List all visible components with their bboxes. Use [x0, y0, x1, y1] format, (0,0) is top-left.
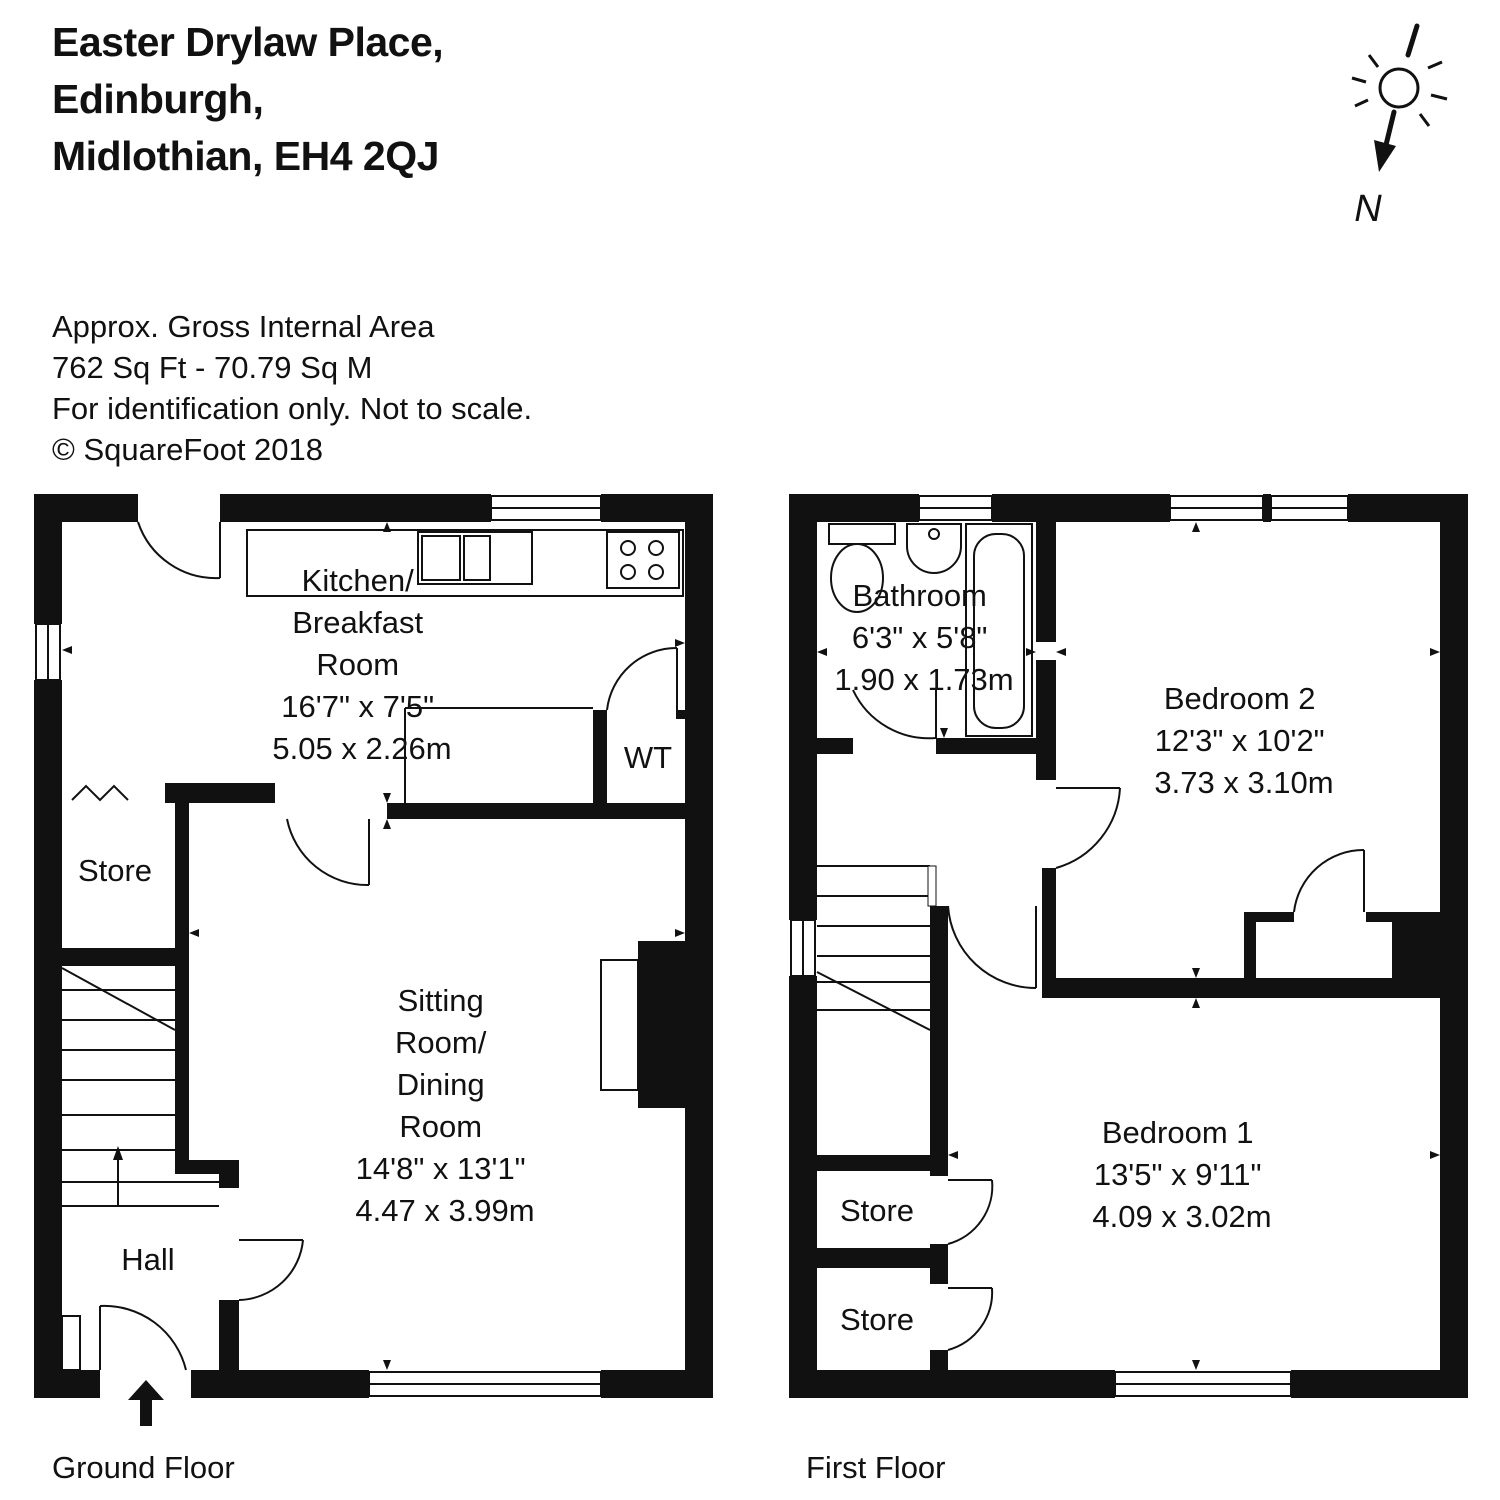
address-line-3: Midlothian, EH4 2QJ	[52, 133, 439, 179]
first-floor-walls	[789, 494, 1468, 1398]
sitting-name-4: Room	[399, 1109, 482, 1144]
wt-label: WT	[624, 740, 672, 775]
bathroom-name: Bathroom	[852, 578, 986, 613]
kitchen-metric: 5.05 x 2.26m	[272, 731, 451, 766]
area-title: Approx. Gross Internal Area	[52, 309, 435, 344]
sitting-name-1: Sitting	[398, 983, 484, 1018]
entrance-arrow-icon	[128, 1380, 164, 1426]
bedroom-2-label: Bedroom 2 12'3" x 10'2" 3.73 x 3.10m	[1154, 681, 1333, 800]
ground-floor-plan: Kitchen/ Breakfast Room 16'7" x 7'5" 5.0…	[34, 494, 713, 1426]
bathroom-imperial: 6'3" x 5'8"	[852, 620, 988, 655]
hall-label: Hall	[121, 1242, 174, 1277]
bedroom-2-metric: 3.73 x 3.10m	[1154, 765, 1333, 800]
first-floor-plan: Bathroom 6'3" x 5'8" 1.90 x 1.73m Bedroo…	[789, 494, 1468, 1398]
copyright: © SquareFoot 2018	[52, 432, 324, 467]
upper-store-label: Store	[840, 1193, 914, 1228]
bathroom-label: Bathroom 6'3" x 5'8" 1.90 x 1.73m	[834, 578, 1013, 697]
kitchen-imperial: 16'7" x 7'5"	[281, 689, 434, 724]
bedroom-2-name: Bedroom 2	[1164, 681, 1316, 716]
sitting-metric: 4.47 x 3.99m	[355, 1193, 534, 1228]
area-value: 762 Sq Ft - 70.79 Sq M	[52, 350, 373, 385]
bedroom-1-name: Bedroom 1	[1102, 1115, 1254, 1150]
sitting-name-3: Dining	[397, 1067, 485, 1102]
kitchen-name-2: Breakfast	[292, 605, 423, 640]
kitchen-name-3: Room	[316, 647, 399, 682]
address-line-1: Easter Drylaw Place,	[52, 19, 444, 65]
bedroom-1-label: Bedroom 1 13'5" x 9'11" 4.09 x 3.02m	[1092, 1115, 1271, 1234]
ground-store-label: Store	[78, 853, 152, 888]
sitting-imperial: 14'8" x 13'1"	[356, 1151, 526, 1186]
ground-floor-label: Ground Floor	[52, 1450, 235, 1485]
first-floor-label: First Floor	[806, 1450, 946, 1485]
bedroom-1-imperial: 13'5" x 9'11"	[1094, 1157, 1262, 1192]
bedroom-2-imperial: 12'3" x 10'2"	[1155, 723, 1325, 758]
disclaimer: For identification only. Not to scale.	[52, 391, 533, 426]
kitchen-name-1: Kitchen/	[302, 563, 414, 598]
area-info: Approx. Gross Internal Area 762 Sq Ft - …	[52, 306, 532, 470]
bathroom-metric: 1.90 x 1.73m	[834, 662, 1013, 697]
bedroom-1-metric: 4.09 x 3.02m	[1092, 1199, 1271, 1234]
sitting-room-label: Sitting Room/ Dining Room 14'8" x 13'1" …	[355, 983, 534, 1228]
kitchen-label: Kitchen/ Breakfast Room 16'7" x 7'5" 5.0…	[272, 563, 451, 766]
ground-floor-walls	[34, 494, 713, 1398]
sitting-name-2: Room/	[395, 1025, 487, 1060]
lower-store-label: Store	[840, 1302, 914, 1337]
address-line-2: Edinburgh,	[52, 76, 264, 122]
property-address: Easter Drylaw Place, Edinburgh, Midlothi…	[52, 14, 444, 185]
